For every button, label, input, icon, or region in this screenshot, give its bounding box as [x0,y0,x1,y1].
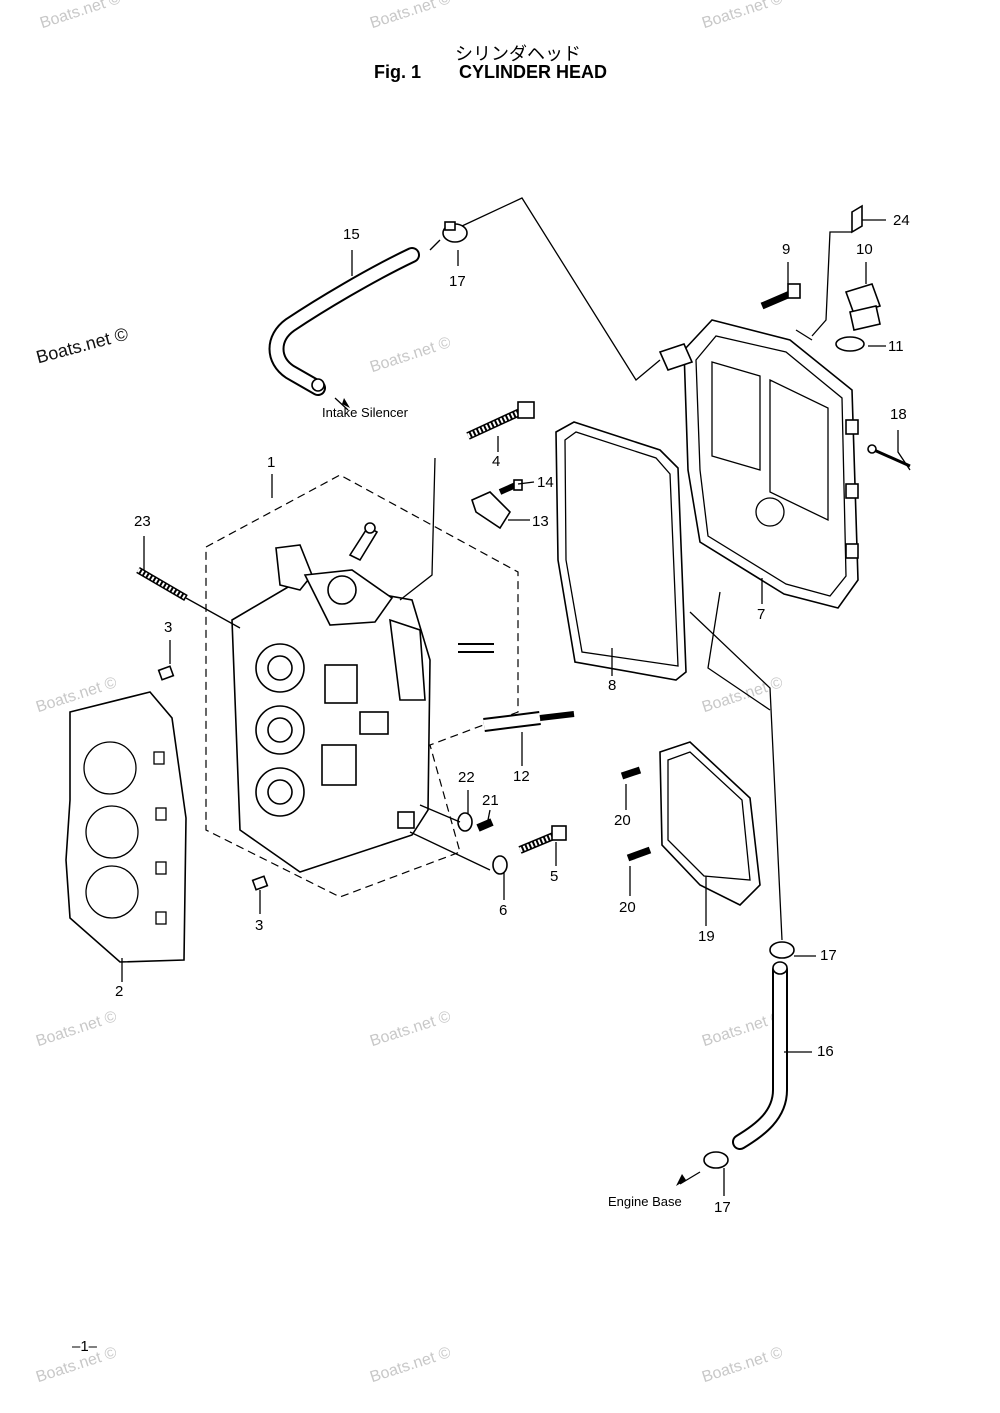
part-number: 15 [343,226,360,243]
part-number: 23 [134,513,151,530]
part-number: 17 [449,273,466,290]
breather-hose-15 [268,247,420,396]
part-number: 3 [164,619,173,636]
part-number: 4 [492,453,501,470]
part-number: 12 [513,768,530,785]
part-number: 19 [698,928,715,945]
page-number: –1– [72,1338,98,1355]
part-number: 17 [820,947,837,964]
figure-label: Fig. 1 [374,62,422,82]
part-number: 1 [267,454,276,471]
part-number: 2 [115,983,124,1000]
hose-clip-17-top [442,221,468,243]
part-number: 20 [619,899,636,916]
head-gasket-2 [65,691,187,963]
cover-plate-19 [659,741,761,906]
page-title: CYLINDER HEAD [459,62,608,82]
part-number: 22 [458,769,475,786]
part-number: 21 [482,792,499,809]
head-cover-7 [658,319,859,609]
intake-silencer-note: Intake Silencer [322,405,408,420]
cover-gasket-8 [555,421,687,681]
part-number: 5 [550,868,559,885]
part-number: 20 [614,812,631,829]
part-number: 8 [608,677,617,694]
part-number: 18 [890,406,907,423]
part-number: 13 [532,513,549,530]
part-number: 14 [537,474,554,491]
part-number: 16 [817,1043,834,1060]
part-number: 3 [255,917,264,934]
part-number: 11 [888,338,904,355]
japanese-title: シリンダヘッド [455,44,581,65]
part-number: 17 [714,1199,731,1216]
cylinder-head-1 [231,544,431,873]
head-assembly-outline [205,474,519,898]
part-number: 24 [893,212,910,229]
part-number: 7 [757,606,766,623]
engine-base-note: Engine Base [608,1194,682,1209]
part-number: 6 [499,902,508,919]
part-number: 9 [782,241,791,258]
part-number: 10 [856,241,873,258]
